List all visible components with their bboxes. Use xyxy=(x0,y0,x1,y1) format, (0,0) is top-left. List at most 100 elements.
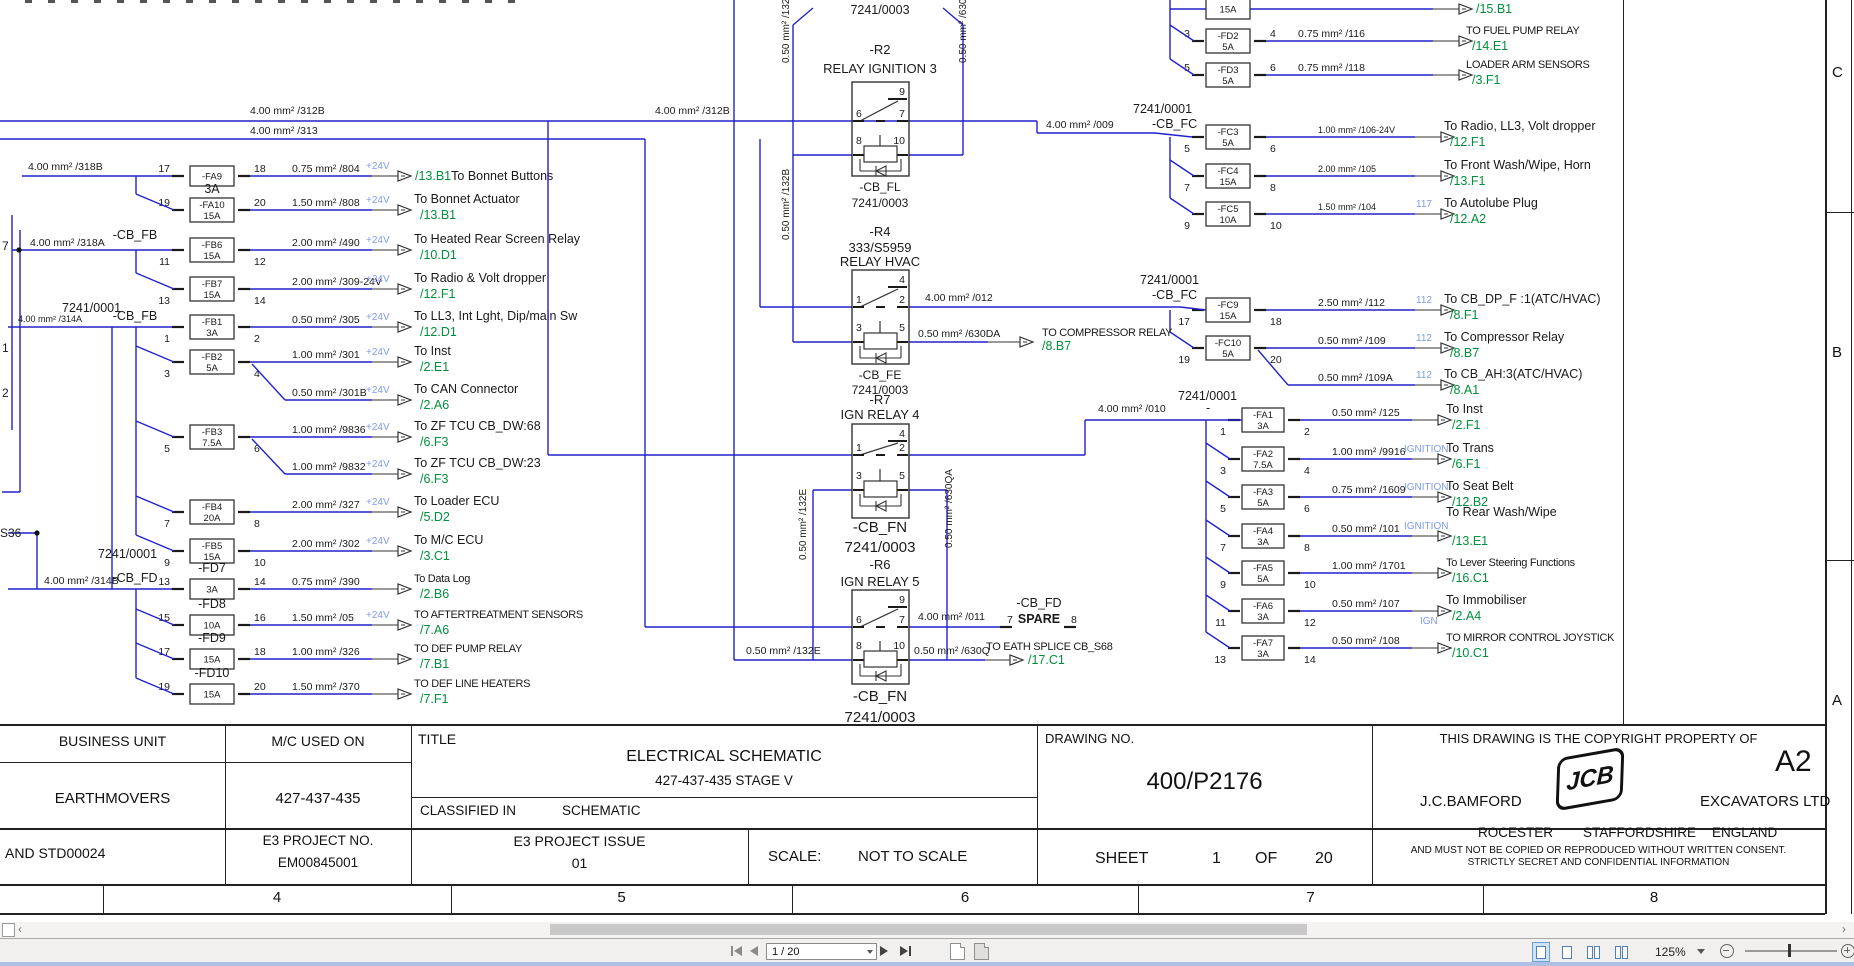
first-page-button[interactable] xyxy=(730,943,742,959)
margin-letter-a: A xyxy=(1832,692,1843,709)
previous-page-button[interactable] xyxy=(750,943,758,959)
continuous-view-button[interactable] xyxy=(1558,942,1576,962)
last-page-button[interactable] xyxy=(900,943,912,959)
relay-pin: 3 xyxy=(856,322,862,334)
zoom-in-button[interactable] xyxy=(1841,944,1854,958)
pin-number: 4 xyxy=(1304,465,1310,477)
schematic-label: 4.00 mm² /312B xyxy=(250,105,325,117)
pin-number: 13 xyxy=(158,576,170,588)
two-page-view-button[interactable] xyxy=(1584,942,1602,962)
pin-number: 2 xyxy=(254,333,260,345)
relay-pin: 10 xyxy=(893,135,905,147)
wire-label: 0.50 mm² /101 xyxy=(1332,523,1400,535)
pin-number: 5 xyxy=(1184,62,1190,74)
fuse-name: -FB3 xyxy=(202,427,223,438)
voltage-tag: +24V xyxy=(366,385,390,396)
schematic-label: 7241/0001 xyxy=(1140,273,1199,287)
next-page-button[interactable] xyxy=(880,943,888,959)
relay-box xyxy=(851,589,910,685)
wire-label: 1.50 mm² /05 xyxy=(292,612,354,624)
fuse-name: -FA2 xyxy=(1253,449,1273,460)
schematic-label: 4.00 mm² /313 xyxy=(250,125,318,137)
company-name-left: J.C.BAMFORD xyxy=(1420,793,1522,810)
scroll-right-icon[interactable]: › xyxy=(1842,922,1846,936)
destination-label: To LL3, Int Lght, Dip/main Sw xyxy=(414,309,578,323)
voltage-tag: 117 xyxy=(1416,199,1432,210)
drawing-no-label: DRAWING NO. xyxy=(1045,731,1135,746)
pin-number: 10 xyxy=(254,557,266,569)
previous-page-icon xyxy=(750,946,758,956)
snapshot-page-icon[interactable] xyxy=(950,943,965,960)
two-page-continuous-view-button[interactable] xyxy=(1612,942,1630,962)
relay-pin: 7 xyxy=(899,108,905,120)
feeder-diagonal xyxy=(135,608,175,626)
sheet-reference: /13.F1 xyxy=(1450,174,1485,188)
schematic-label: 7241/0001 xyxy=(1133,102,1192,116)
zoom-dropdown-icon[interactable] xyxy=(1697,949,1705,954)
voltage-tag: 112 xyxy=(1416,333,1432,344)
facing-pages-icon[interactable] xyxy=(974,943,989,960)
fuse-name: -FC9 xyxy=(1217,300,1238,311)
copyright-notice-1: AND MUST NOT BE COPIED OR REPRODUCED WIT… xyxy=(1410,845,1787,856)
pin-number: 7 xyxy=(1220,542,1226,554)
horizontal-scrollbar[interactable]: ‹ › xyxy=(0,922,1854,938)
schematic-label: 4.00 mm² /312B xyxy=(655,105,730,117)
page-number-field[interactable]: 1 / 20 xyxy=(766,943,877,960)
fuse-box xyxy=(189,237,235,263)
scrollbar-corner-box[interactable] xyxy=(2,923,15,937)
relay-title: IGN RELAY 4 xyxy=(841,407,920,422)
sheet-reference: /5.D2 xyxy=(420,510,450,524)
wire-label: 1.00 mm² /301 xyxy=(292,349,360,361)
destination-label: To Seat Belt xyxy=(1446,479,1514,493)
fuse-name: -FB2 xyxy=(202,352,223,363)
fuse-rating: 3A xyxy=(1257,649,1269,660)
wire-label: 0.75 mm² /118 xyxy=(1298,62,1365,74)
fuse-name-above: -FD9 xyxy=(198,631,226,645)
wire-segment xyxy=(251,438,286,475)
border-column-6: 6 xyxy=(960,889,970,906)
fuse-rating: 3A xyxy=(1257,421,1269,432)
sheet-reference: /2.A4 xyxy=(1452,609,1481,623)
relay-pin: 9 xyxy=(899,86,905,98)
std-number: AND STD00024 xyxy=(5,845,106,861)
fuse-box xyxy=(189,578,235,600)
fuse-name: -FB5 xyxy=(202,541,223,552)
single-page-view-button[interactable] xyxy=(1532,942,1550,962)
zoom-slider-track[interactable] xyxy=(1745,950,1837,952)
fuse-box xyxy=(1241,560,1285,586)
fuse-name: -FA6 xyxy=(1253,601,1273,612)
zoom-slider-handle[interactable] xyxy=(1788,944,1791,957)
pin-number: 19 xyxy=(1178,354,1190,366)
sheet-reference: /14.E1 xyxy=(1472,39,1508,53)
mc-used-on-value: 427-437-435 xyxy=(275,790,361,807)
scrollbar-thumb[interactable] xyxy=(550,924,1307,935)
e3-project-issue-label: E3 PROJECT ISSUE xyxy=(513,833,646,849)
feeder-diagonal xyxy=(135,345,175,363)
relay-title: 333/S5959 xyxy=(849,240,912,255)
destination-label: To CAN Connector xyxy=(414,382,518,396)
fuse-box xyxy=(189,499,235,525)
relay-diode-icon xyxy=(874,165,887,177)
destination-label: TO AFTERTREATMENT SENSORS xyxy=(414,609,583,621)
relay-coil xyxy=(863,145,898,163)
destination-label: To M/C ECU xyxy=(414,533,483,547)
sheet-size-code: A2 xyxy=(1775,745,1812,778)
sheet-reference: /7.A6 xyxy=(420,623,449,637)
sheet-reference: /6.F3 xyxy=(420,472,449,486)
schematic-label: 0.50 mm² /630QA xyxy=(944,469,955,548)
scroll-left-icon[interactable]: ‹ xyxy=(18,922,22,936)
relay-sublabel: 7241/0003 xyxy=(852,196,909,210)
pin-number: 11 xyxy=(159,256,170,268)
drawing-subtitle: 427-437-435 STAGE V xyxy=(655,773,793,788)
sheet-reference: /8.B7 xyxy=(1450,346,1479,360)
destination-label: To Rear Wash/Wipe xyxy=(1446,505,1557,519)
pin-number: 14 xyxy=(1304,654,1316,666)
zoom-out-button[interactable] xyxy=(1720,944,1734,958)
relay-pin: 1 xyxy=(856,294,862,306)
page-dropdown-icon[interactable] xyxy=(867,950,873,954)
fuse-name: -FC5 xyxy=(1217,204,1238,215)
e3-project-no-value: EM00845001 xyxy=(277,855,359,870)
fuse-rating: 15A xyxy=(204,251,222,262)
feeder-diagonal xyxy=(135,420,175,438)
fuse-rating: 7.5A xyxy=(1253,460,1273,471)
